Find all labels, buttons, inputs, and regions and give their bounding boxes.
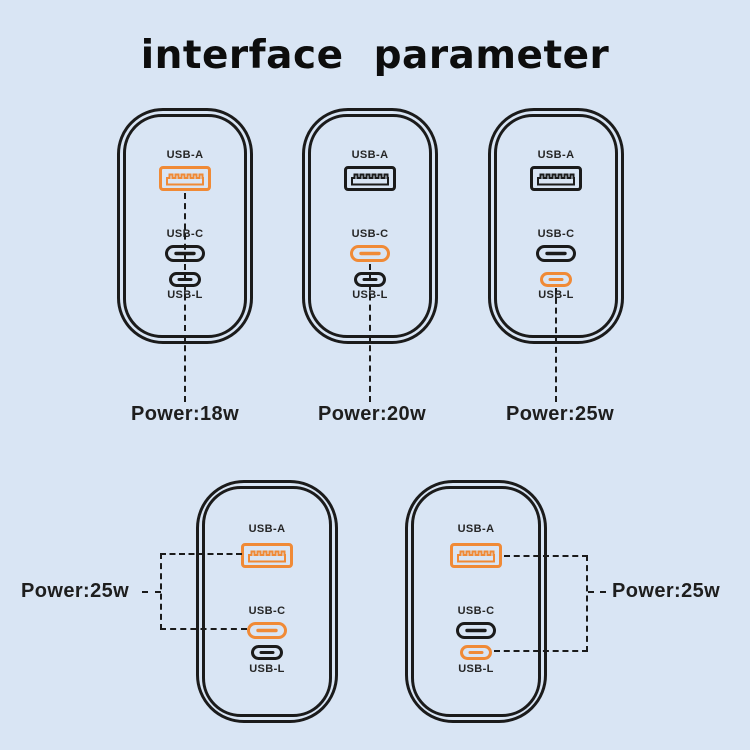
usb-a-label: USB-A bbox=[457, 523, 495, 535]
usb-c-label: USB-C bbox=[351, 228, 389, 240]
left-bracket-to-usb-c bbox=[160, 628, 247, 630]
usb-c-label: USB-C bbox=[248, 605, 286, 617]
left-bracket-stub bbox=[142, 591, 161, 593]
usb-a-port-icon bbox=[159, 166, 211, 191]
charger-5: USB-A USB-C USB-L bbox=[405, 480, 547, 723]
power-label-25w-left: Power:25w bbox=[21, 580, 130, 602]
power-label-20w: Power:20w bbox=[317, 403, 427, 425]
page-title: interface parameter bbox=[140, 33, 610, 78]
usb-a-label: USB-A bbox=[351, 149, 389, 161]
usb-l-port-icon bbox=[460, 645, 492, 660]
usb-a-label: USB-A bbox=[248, 523, 286, 535]
usb-a-port-icon bbox=[450, 543, 502, 568]
right-bracket-stub bbox=[588, 591, 606, 593]
usb-c-port-icon bbox=[456, 622, 496, 639]
usb-l-port-icon bbox=[251, 645, 283, 660]
connector-usb-l-to-25w bbox=[555, 288, 557, 402]
usb-a-port-icon bbox=[344, 166, 396, 191]
usb-a-label: USB-A bbox=[537, 149, 575, 161]
usb-a-port-icon bbox=[241, 543, 293, 568]
usb-a-port-icon bbox=[530, 166, 582, 191]
usb-a-label: USB-A bbox=[166, 149, 204, 161]
power-label-25w-right: Power:25w bbox=[612, 580, 721, 602]
right-bracket-vertical bbox=[586, 555, 588, 652]
left-bracket-to-usb-a bbox=[160, 553, 242, 555]
usb-l-port-icon bbox=[540, 272, 572, 287]
usb-l-label: USB-L bbox=[458, 663, 494, 675]
usb-l-label: USB-L bbox=[249, 663, 285, 675]
power-label-18w: Power:18w bbox=[130, 403, 240, 425]
usb-c-port-icon bbox=[247, 622, 287, 639]
usb-c-port-icon bbox=[536, 245, 576, 262]
usb-c-label: USB-C bbox=[537, 228, 575, 240]
connector-usb-a-to-18w bbox=[184, 193, 186, 402]
usb-c-port-icon bbox=[350, 245, 390, 262]
right-bracket-to-usb-a bbox=[504, 555, 588, 557]
usb-c-label: USB-C bbox=[457, 605, 495, 617]
connector-usb-c-to-20w bbox=[369, 264, 371, 402]
left-bracket-vertical bbox=[160, 553, 162, 630]
charger-4: USB-A USB-C USB-L bbox=[196, 480, 338, 723]
power-label-25w: Power:25w bbox=[505, 403, 615, 425]
right-bracket-to-usb-l bbox=[494, 650, 588, 652]
